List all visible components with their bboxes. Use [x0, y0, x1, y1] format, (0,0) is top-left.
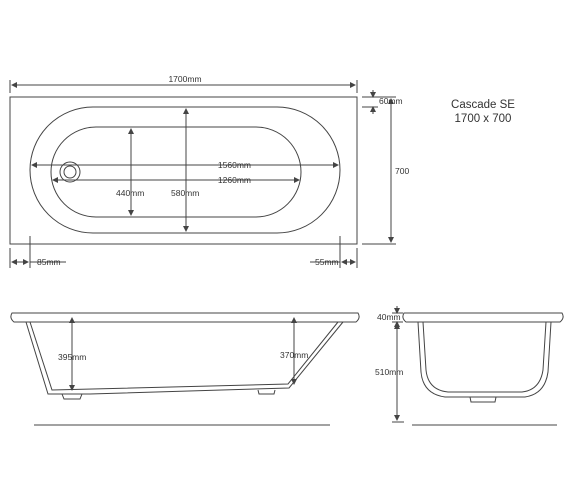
right-rim-label: 55mm — [315, 257, 339, 267]
side-body-inner — [29, 321, 339, 391]
plan-outer-rim — [9, 96, 358, 245]
side-body — [25, 321, 344, 395]
flat-length-label: 1260mm — [218, 175, 251, 185]
height-label: 510mm — [375, 367, 403, 377]
plan-flat-bottom — [50, 126, 302, 218]
side-foot-left — [61, 393, 83, 400]
overall-length-label: 1700mm — [168, 74, 201, 84]
inner-width-label: 580mm — [171, 188, 199, 198]
end-body-inner — [422, 321, 547, 393]
plan-inner-basin — [29, 106, 341, 234]
inner-length-label: 1560mm — [218, 160, 251, 170]
rim-top-label: 60mm — [379, 96, 403, 106]
end-foot — [469, 396, 497, 403]
depth-left-label: 395mm — [58, 352, 86, 362]
left-rim-label: 85mm — [37, 257, 61, 267]
waste-inner-icon — [63, 165, 77, 179]
model-size: 1700 x 700 — [455, 113, 512, 125]
flat-width-label: 440mm — [116, 188, 144, 198]
side-foot-right — [257, 389, 276, 395]
side-rim — [10, 312, 360, 323]
overall-width-label: 700 — [395, 166, 409, 176]
model-name: Cascade SE — [451, 99, 515, 111]
plan-view — [9, 80, 396, 268]
end-rim — [402, 312, 564, 323]
depth-right-label: 370mm — [280, 350, 308, 360]
end-elevation — [392, 306, 564, 426]
end-body — [417, 321, 552, 398]
end-rim-label: 40mm — [377, 312, 401, 322]
side-elevation — [10, 312, 360, 426]
